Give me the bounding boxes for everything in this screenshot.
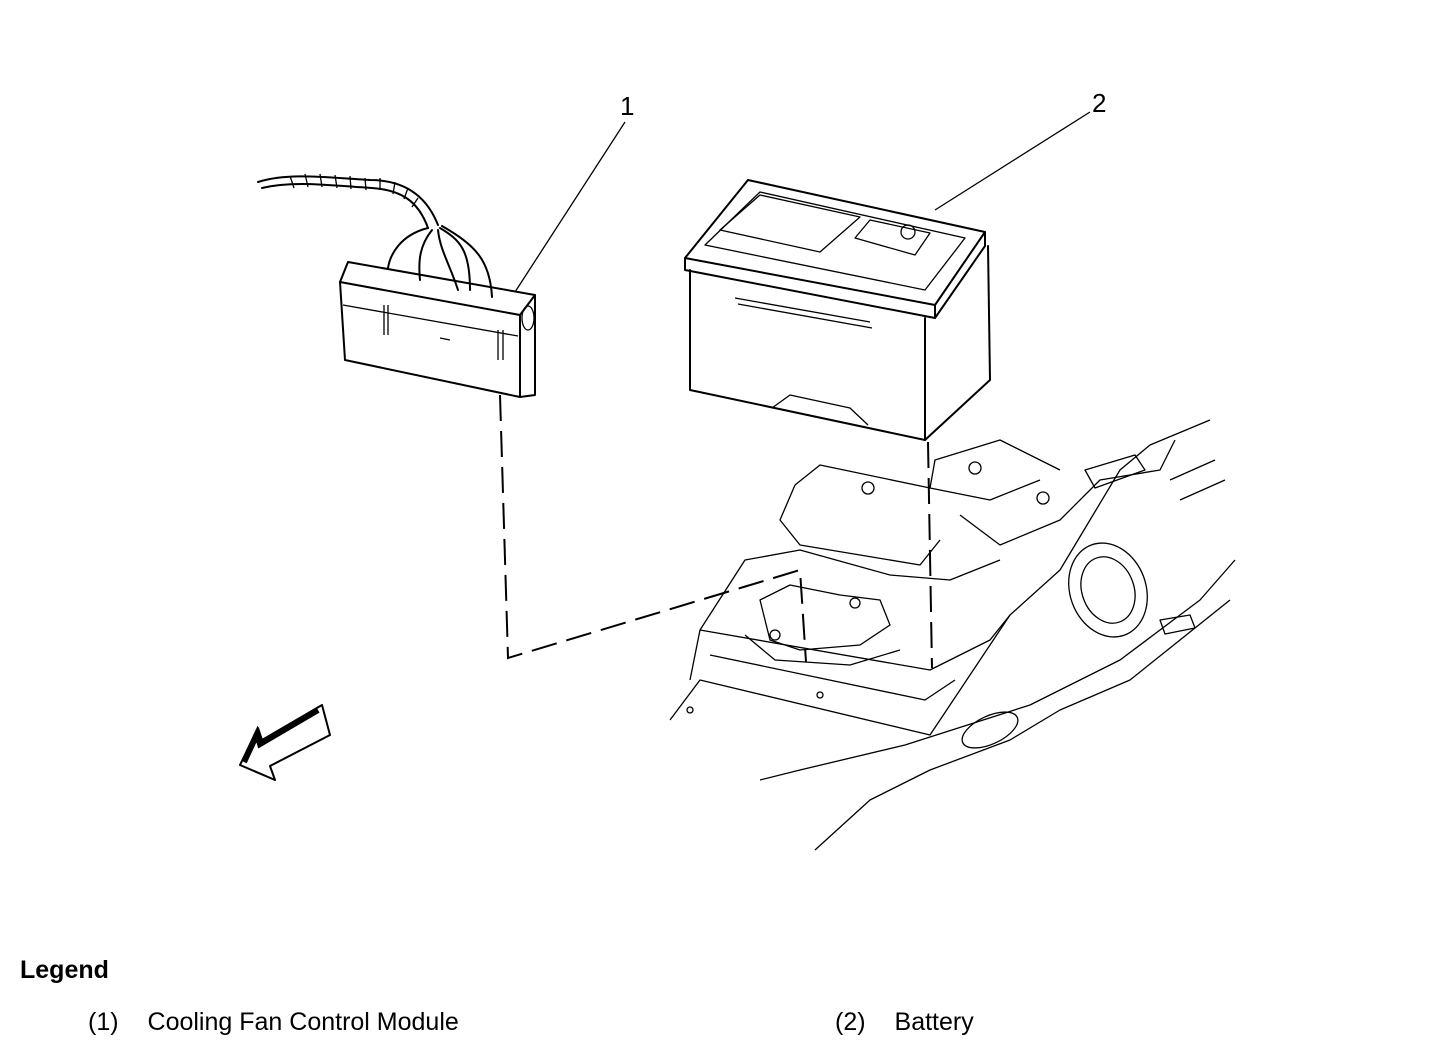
module-installation-path [499,394,807,663]
callout-2-leader [934,111,1091,211]
legend-item-number: (2) [835,1008,866,1036]
battery-drawing [684,179,991,441]
legend-item-battery: (2) Battery [835,1008,974,1037]
component-location-diagram: 1 2 [239,88,1236,851]
legend-title: Legend [20,956,109,984]
legend-item-cooling-fan-control-module: (1) Cooling Fan Control Module [88,1008,459,1037]
callout-1-label: 1 [620,91,634,121]
callout-1-leader [514,121,626,293]
callout-2-label: 2 [1092,88,1106,118]
battery-installation-path [927,441,933,669]
cooling-fan-control-module-drawing [257,173,536,398]
vehicle-front-structure-drawing [669,419,1236,851]
forward-direction-arrow-icon [239,704,331,781]
legend-item-label: Battery [894,1008,974,1036]
legend-item-number: (1) [88,1008,119,1036]
legend-item-label: Cooling Fan Control Module [147,1008,459,1036]
